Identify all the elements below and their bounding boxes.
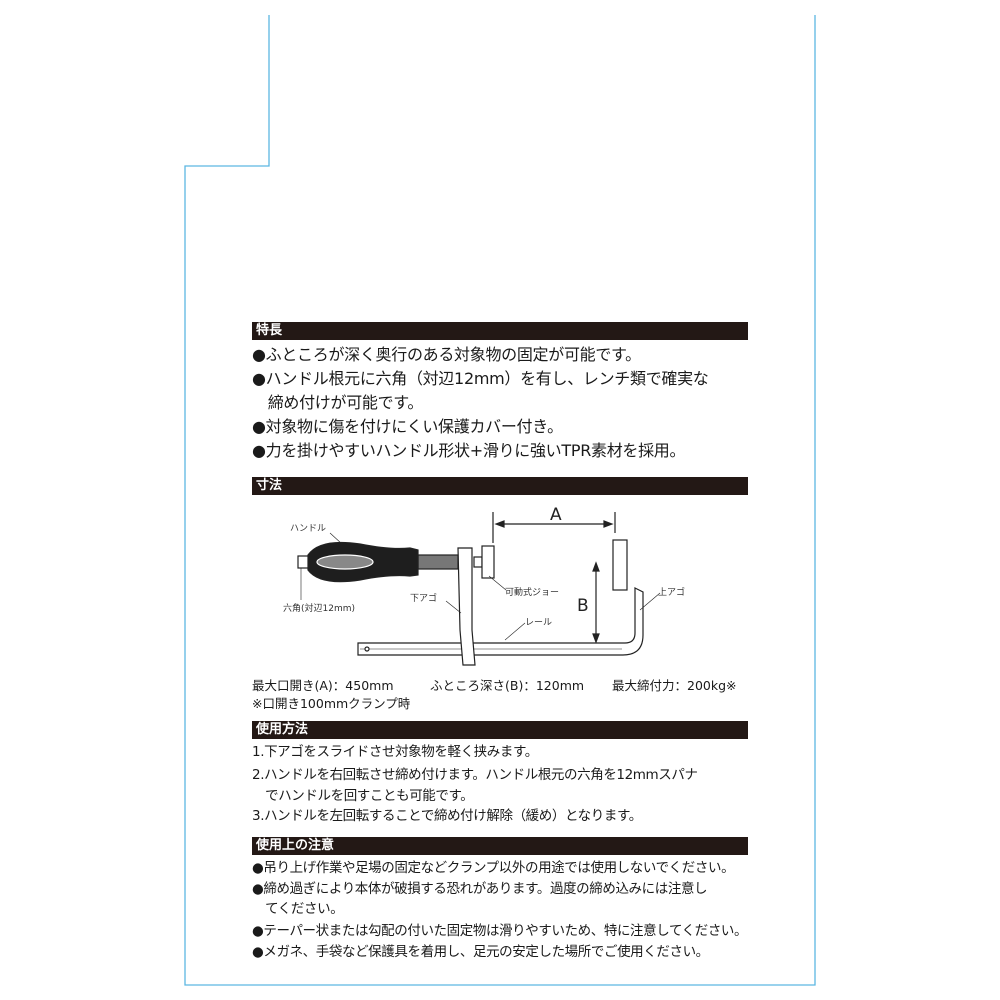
movable-jaw-shape	[481, 545, 495, 579]
features-header: 特長	[252, 322, 748, 340]
spec-note: ※口開き100mmクランプ時	[252, 696, 411, 711]
rail-shape	[357, 587, 644, 656]
usage-item: 1.下アゴをスライドさせ対象物を軽く挟みます。	[252, 744, 538, 760]
rail-label: レール	[525, 618, 552, 628]
spec-throat-depth: ふところ深さ(B)：120mm	[430, 678, 585, 693]
usage-item: 3.ハンドルを左回転することで締め付け解除（緩め）となります。	[252, 808, 642, 824]
caution-item: ●テーパー状または勾配の付いた固定物は滑りやすいため、特に注意してください。	[252, 923, 748, 939]
caution-item: ●吊り上げ作業や足場の固定などクランプ以外の用途では使用しないでください。	[252, 860, 735, 876]
upper-jaw-shape	[612, 539, 628, 591]
spec-max-force: 最大締付力：200kg※	[612, 678, 737, 693]
caution-item: てください。	[252, 901, 344, 917]
feature-item: ●ふところが深く奥行のある対象物の固定が可能です。	[252, 345, 641, 364]
dimensions-header: 寸法	[252, 477, 748, 495]
feature-item: ●ハンドル根元に六角（対辺12mm）を有し、レンチ類で確実な	[252, 369, 709, 388]
spec-max-opening: 最大口開き(A)：450mm	[252, 678, 394, 693]
usage-item: でハンドルを回すことも可能です。	[252, 788, 474, 804]
lower-jaw-shape	[457, 547, 476, 666]
dimension-a-label: A	[550, 505, 562, 525]
feature-item: ●力を掛けやすいハンドル形状+滑りに強いTPR素材を採用。	[252, 441, 686, 460]
lower-jaw-label: 下アゴ	[410, 592, 437, 604]
dimension-b-label: B	[577, 596, 589, 616]
usage-header: 使用方法	[252, 721, 748, 739]
cautions-header: 使用上の注意	[252, 837, 748, 855]
movable-jaw-label: 可動式ジョー	[505, 586, 559, 598]
handle-label: ハンドル	[290, 524, 326, 534]
caution-item: ●メガネ、手袋など保護具を着用し、足元の安定した場所でご使用ください。	[252, 944, 709, 960]
hex-label: 六角(対辺12mm)	[283, 602, 355, 614]
upper-jaw-label: 上アゴ	[658, 586, 685, 598]
caution-item: ●締め過ぎにより本体が破損する恐れがあります。過度の締め込みには注意し	[252, 881, 708, 897]
usage-item: 2.ハンドルを右回転させ締め付けます。ハンドル根元の六角を12mmスパナ	[252, 767, 698, 783]
clamp-diagram: ハンドル 六角(対辺12mm) 下アゴ 可動式ジョー レール 上アゴ A B	[283, 505, 685, 666]
feature-item: ●対象物に傷を付けにくい保護カバー付き。	[252, 417, 563, 436]
feature-item: 締め付けが可能です。	[252, 393, 424, 412]
